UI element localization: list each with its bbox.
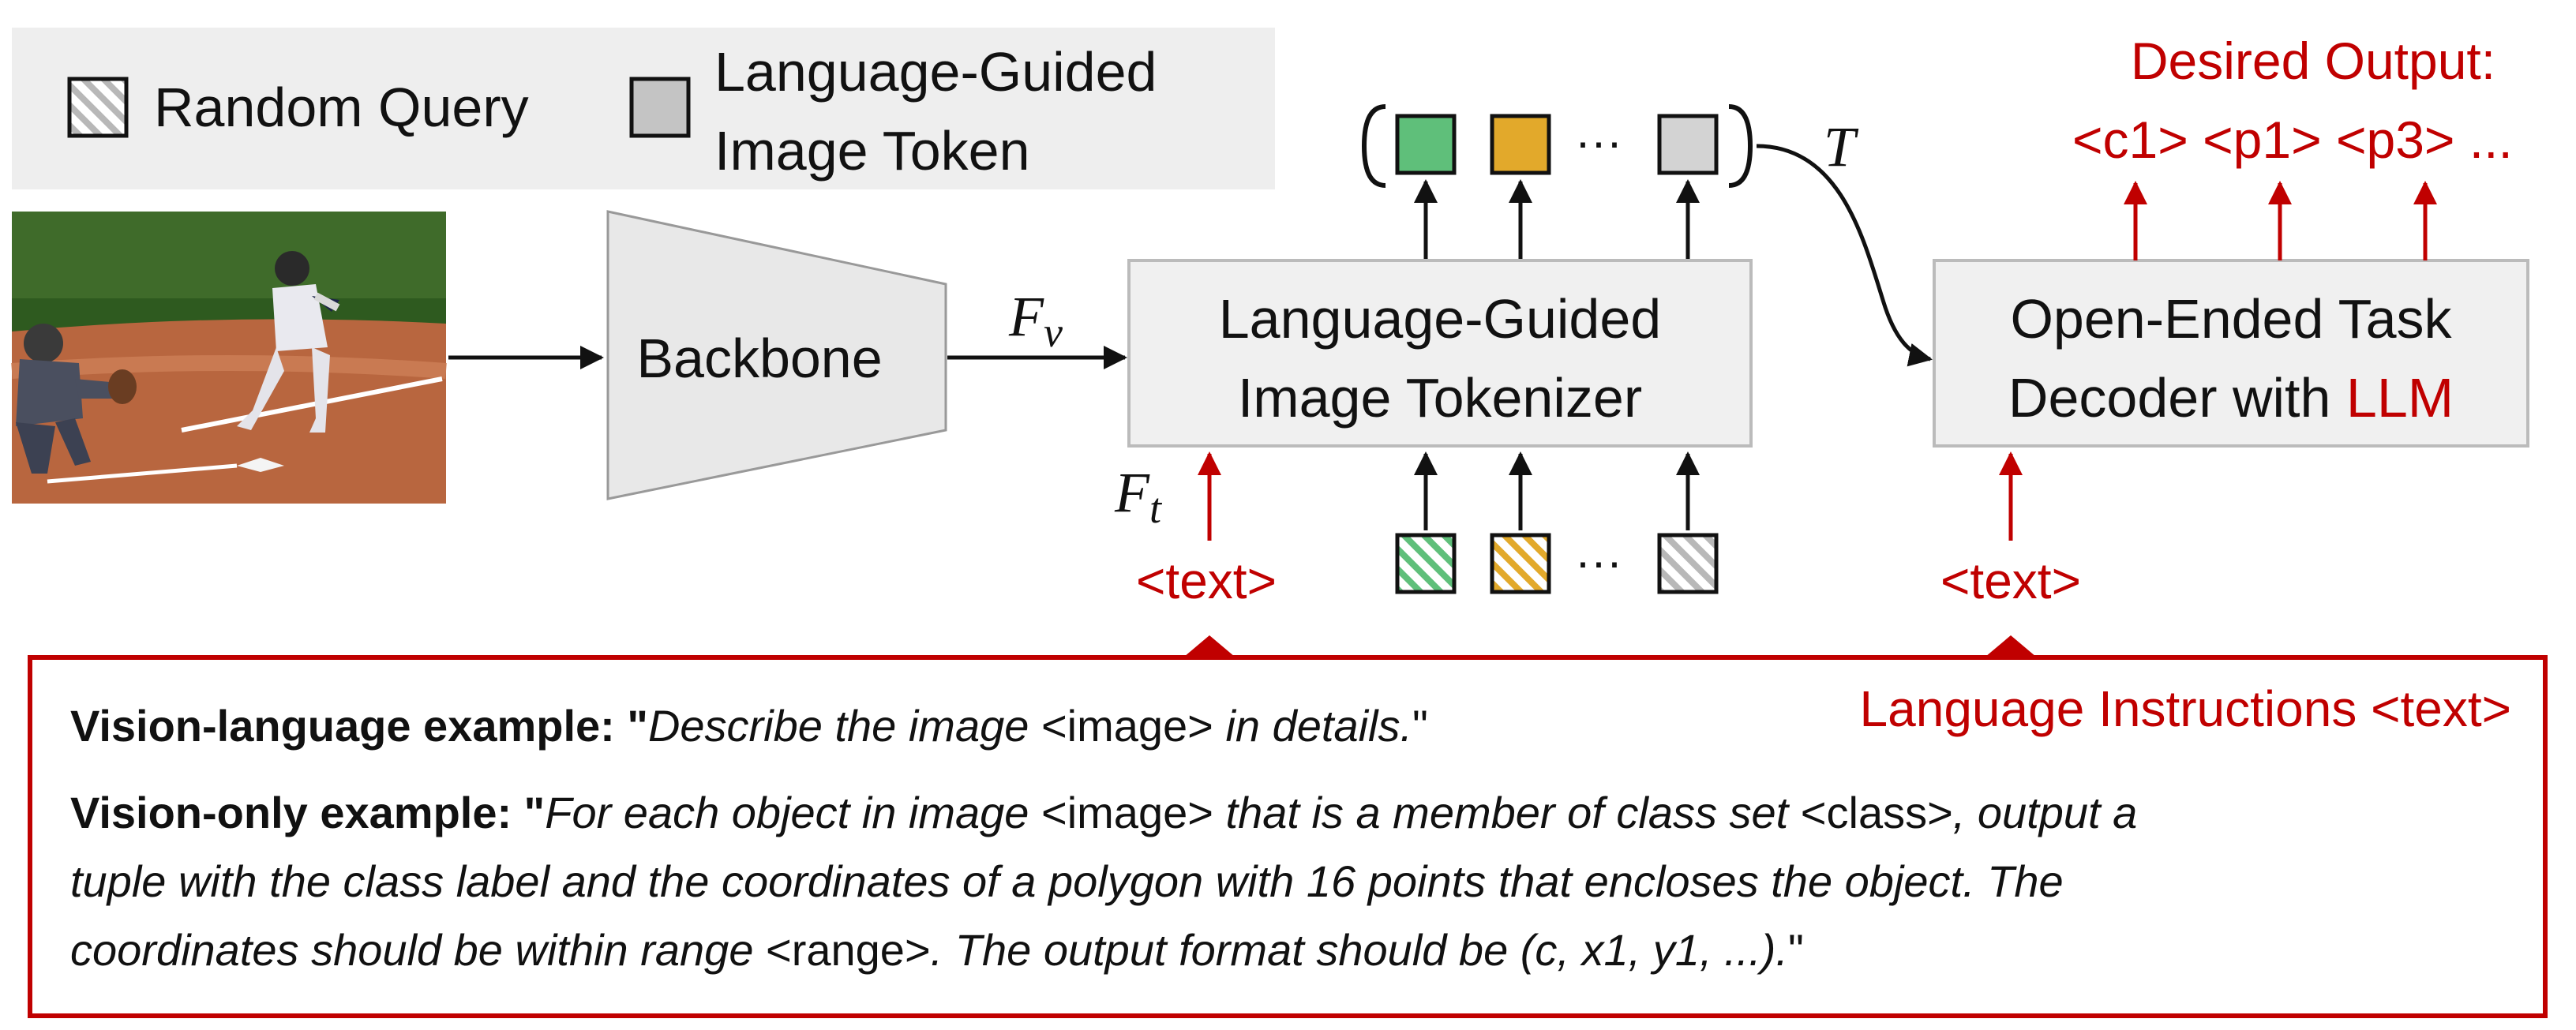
- legend-random-query-label: Random Query: [154, 77, 529, 138]
- t-arrow: [1756, 144, 1933, 367]
- vo-text-6: . The output format should be (c, x1, y1…: [930, 925, 1788, 975]
- vl-quote-end: ": [1412, 701, 1428, 751]
- vo-text-3: , output a: [1952, 788, 2138, 837]
- vision-only-example-prefix: Vision-only example: ": [70, 788, 546, 837]
- tokenizer-text-input: <text>: [1136, 552, 1277, 609]
- green-image-token: [1395, 114, 1457, 175]
- vo-text-1: For each object in image: [545, 788, 1042, 837]
- decoder-label-line1: Open-Ended Task: [2010, 288, 2452, 350]
- image-token-group: ···: [1361, 104, 1753, 188]
- vision-language-example-prefix: Vision-language example: ": [70, 701, 648, 751]
- random-query-swatch-icon: [67, 77, 129, 138]
- yellow-image-token: [1490, 114, 1551, 175]
- decoder-label-line2: Decoder with LLM: [2008, 367, 2454, 429]
- vo-image-token: <image>: [1041, 788, 1213, 837]
- desired-output-title: Desired Output:: [2131, 32, 2495, 90]
- vision-only-example-line2: tuple with the class label and the coord…: [70, 853, 2064, 910]
- yellow-random-query: [1490, 533, 1551, 594]
- decoder-text-input: <text>: [1940, 552, 2081, 609]
- tokenizer-pointer: [1184, 635, 1235, 657]
- legend-image-token-label-line1: Language-Guided: [714, 41, 1157, 103]
- image-token-swatch-icon: [629, 77, 691, 138]
- fv-symbol: Fv: [1008, 285, 1063, 356]
- backbone-block: [606, 210, 947, 500]
- vl-text-2: in details.: [1213, 701, 1413, 751]
- image-tokenizer-block: [1127, 259, 1753, 448]
- vo-class-token: <class>: [1800, 788, 1953, 837]
- tokenizer-label-line1: Language-Guided: [1219, 288, 1661, 350]
- tokenizer-label-line2: Image Tokenizer: [1238, 367, 1642, 429]
- vo-quote-end: ": [1787, 925, 1804, 975]
- language-instructions-box: Language Instructions <text> Vision-lang…: [28, 655, 2548, 1018]
- vo-range-token: <range>: [766, 925, 931, 975]
- vision-only-example-line1: Vision-only example: "For each object in…: [70, 785, 2137, 841]
- decoder-pointer: [1985, 635, 2036, 657]
- gray-random-query: [1657, 533, 1719, 594]
- vision-only-example-line3: coordinates should be within range <rang…: [70, 922, 1804, 979]
- llm-decoder-block: [1933, 259, 2529, 448]
- vo-text-4: tuple with the class label and the coord…: [70, 856, 2064, 906]
- query-ellipsis: ···: [1575, 535, 1622, 588]
- language-instructions-label: Language Instructions <text>: [1859, 680, 2511, 737]
- green-random-query: [1395, 533, 1457, 594]
- vl-text-1: Describe the image: [647, 701, 1041, 751]
- vision-language-example: Vision-language example: "Describe the i…: [70, 698, 1428, 755]
- legend-image-token-label-line2: Image Token: [714, 120, 1030, 182]
- vl-image-token: <image>: [1041, 701, 1213, 751]
- desired-output-tokens: <c1> <p1> <p3> ...: [2072, 110, 2513, 169]
- gray-image-token: [1657, 114, 1719, 175]
- vo-text-5: coordinates should be within range: [70, 925, 767, 975]
- token-right-bracket: [1728, 104, 1753, 188]
- backbone-label: Backbone: [636, 328, 882, 389]
- vo-text-2: that is a member of class set: [1213, 788, 1801, 837]
- legend: Random Query Language-Guided Image Token: [12, 28, 1275, 189]
- ft-symbol: Ft: [1114, 461, 1163, 532]
- token-ellipsis: ···: [1575, 115, 1622, 168]
- t-symbol: T: [1824, 115, 1859, 178]
- input-image: [11, 212, 447, 504]
- token-left-bracket: [1361, 104, 1386, 188]
